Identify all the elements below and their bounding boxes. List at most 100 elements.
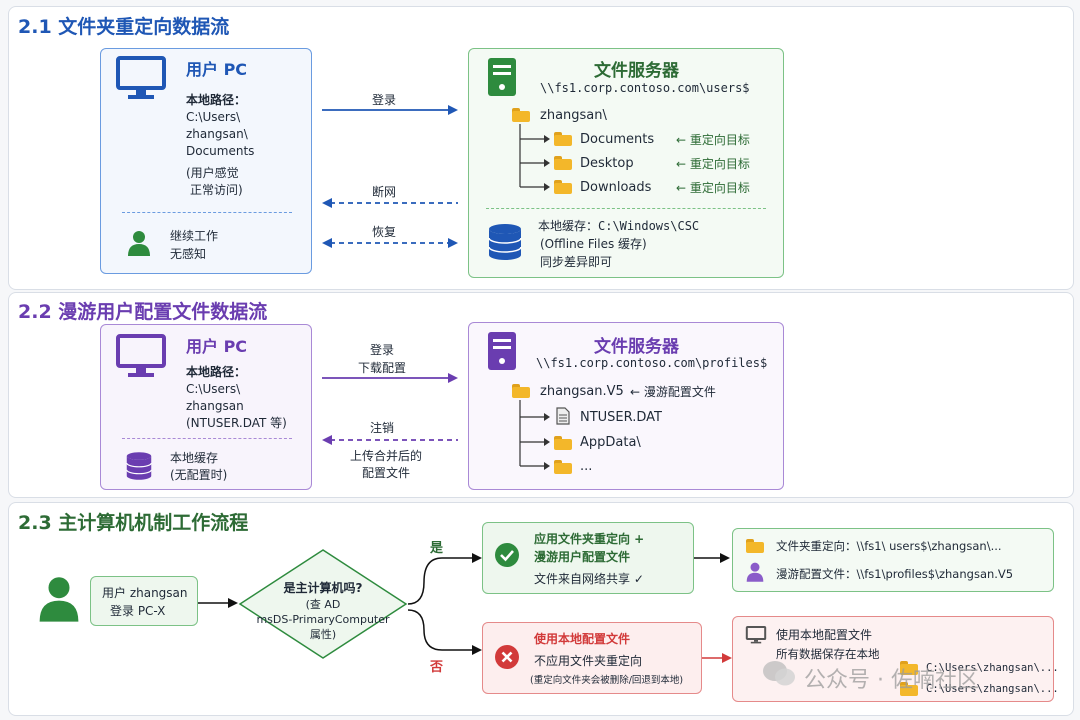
folder-icon: [554, 132, 572, 146]
s1-tree-lines: [519, 124, 550, 191]
folder-icon: [554, 436, 572, 450]
s1-pc-title: 用户 PC: [186, 60, 248, 79]
s3-yes-box: [482, 522, 694, 594]
error-circle-icon: [495, 645, 519, 669]
s3-user-box: [90, 576, 198, 626]
section-2-2-title: 2.2 漫游用户配置文件数据流: [18, 301, 268, 323]
s2-server-path: \\fs1.corp.contoso.com\profiles$: [536, 356, 768, 370]
s1-server-divider: [486, 208, 766, 209]
s3-no-label: 否: [430, 660, 444, 675]
s3-no-result-path2: C:\Users\zhangsan\...: [926, 683, 1059, 695]
s1-offline-label: 断网: [372, 185, 397, 199]
server-icon: [488, 332, 516, 370]
s3-yes-result-fr: 文件夹重定向：\\fs1\ users$\zhangsan\...: [776, 539, 1002, 553]
user-icon: [128, 231, 150, 256]
s2-pc-title: 用户 PC: [186, 337, 248, 356]
s1-restore-label: 恢复: [372, 225, 397, 239]
s3-no-line3: (重定向文件夹会被删除/回退到本地): [530, 675, 684, 686]
s3-no-result-arrow: [702, 653, 732, 663]
database-icon: [126, 452, 152, 480]
folder-icon: [900, 682, 918, 696]
s1-item-desktop-tag: ← 重定向目标: [676, 157, 750, 171]
s3-branch-lines: [407, 553, 482, 655]
user-icon: [39, 577, 79, 622]
s1-login-arrow: [322, 105, 458, 115]
decision-diamond: [238, 549, 408, 659]
s3-user-line1: 用户 zhangsan: [102, 586, 188, 600]
s2-item-ntuser: NTUSER.DAT: [580, 410, 662, 425]
folder-icon: [554, 156, 572, 170]
s1-work-2: 无感知: [170, 247, 207, 261]
watermark: 公众号 · 佐喃社区: [804, 668, 979, 693]
s2-server-box: [468, 322, 784, 490]
s3-decision-line1: 是主计算机吗?: [283, 581, 363, 595]
s3-user-line2: 登录 PC-X: [110, 604, 166, 618]
s3-decision-line2: (查 AD: [305, 598, 341, 611]
s1-pc-path-1: C:\Users\: [186, 110, 241, 124]
s1-login-label: 登录: [372, 93, 397, 107]
s2-pc-path-3: (NTUSER.DAT 等): [186, 416, 287, 430]
folder-icon: [512, 108, 530, 122]
monitor-icon: [116, 334, 166, 377]
s1-item-desktop: Desktop: [580, 156, 634, 171]
s1-work-1: 继续工作: [170, 229, 219, 243]
database-icon: [488, 224, 522, 260]
s2-server-root: zhangsan.V5: [540, 384, 624, 399]
user-icon: [746, 562, 764, 582]
s3-yes-label: 是: [430, 541, 444, 556]
s1-pc-path-2: zhangsan\: [186, 127, 248, 141]
s3-yes-result-rp: 漫游配置文件：\\fs1\profiles$\zhangsan.V5: [776, 567, 1014, 581]
document-icon: [556, 407, 570, 425]
folder-icon: [554, 460, 572, 474]
s3-decision-line4: 属性): [309, 628, 337, 641]
s1-item-downloads-tag: ← 重定向目标: [676, 181, 750, 195]
s1-pc-path-3: Documents: [186, 144, 255, 158]
s1-item-documents-tag: ← 重定向目标: [676, 133, 750, 147]
s1-item-downloads: Downloads: [580, 180, 652, 195]
s2-item-more: ...: [580, 459, 593, 474]
s1-cache-line2: (Offline Files 缓存): [540, 237, 647, 251]
s2-login-arrow: [322, 373, 458, 383]
s2-login-label-1: 登录: [370, 343, 395, 357]
s1-pc-note-1: (用户感觉: [186, 166, 239, 180]
s1-pc-divider: [122, 212, 292, 213]
s2-login-label-2: 下载配置: [358, 361, 407, 375]
s1-pc-note-2: 正常访问): [190, 183, 243, 197]
monitor-icon: [745, 626, 767, 644]
s3-no-title: 使用本地配置文件: [534, 632, 631, 646]
s1-cache-line1: 本地缓存：C:\Windows\CSC: [538, 219, 700, 233]
s2-logout-label-1: 注销: [370, 421, 395, 435]
s2-logout-arrow: [322, 435, 458, 445]
s2-pc-path-2: zhangsan: [186, 399, 244, 413]
folder-icon: [512, 384, 530, 398]
s1-offline-arrow: [322, 198, 458, 208]
folder-icon: [900, 661, 918, 675]
folder-icon: [746, 539, 764, 553]
s1-server-title: 文件服务器: [594, 61, 679, 81]
folder-icon: [554, 180, 572, 194]
s3-yes-line2: 漫游用户配置文件: [534, 550, 631, 564]
s3-no-result-line2: 所有数据保存在本地: [776, 647, 880, 661]
s2-item-appdata: AppData\: [580, 435, 641, 450]
s3-yes-result-arrow: [694, 553, 730, 563]
s2-server-title: 文件服务器: [594, 337, 679, 357]
s3-no-result-box: [732, 616, 1054, 702]
monitor-icon: [116, 56, 166, 99]
section-2-1-title: 2.1 文件夹重定向数据流: [18, 16, 230, 38]
s2-logout-label-2: 上传合并后的: [350, 449, 423, 463]
s3-yes-sub: 文件来自网络共享 ✓: [534, 572, 644, 586]
s2-logout-label-3: 配置文件: [362, 466, 411, 480]
s3-yes-line1: 应用文件夹重定向 +: [534, 532, 645, 546]
s1-server-path: \\fs1.corp.contoso.com\users$: [540, 81, 750, 95]
section-2-3-title: 2.3 主计算机机制工作流程: [18, 512, 249, 534]
s3-decision-line3: msDS-PrimaryComputer: [256, 613, 390, 626]
s1-item-documents: Documents: [580, 132, 655, 147]
s2-pc-path-label: 本地路径：: [186, 365, 247, 379]
check-circle-icon: [495, 543, 519, 567]
s1-restore-arrow: [322, 238, 458, 248]
s1-pc-path-label: 本地路径：: [186, 93, 247, 107]
s2-tree-lines: [519, 400, 550, 470]
s1-cache-line3: 同步差异即可: [540, 255, 613, 269]
s2-pc-path-1: C:\Users\: [186, 382, 241, 396]
s3-no-result-path1: C:\Users\zhangsan\...: [926, 662, 1059, 674]
